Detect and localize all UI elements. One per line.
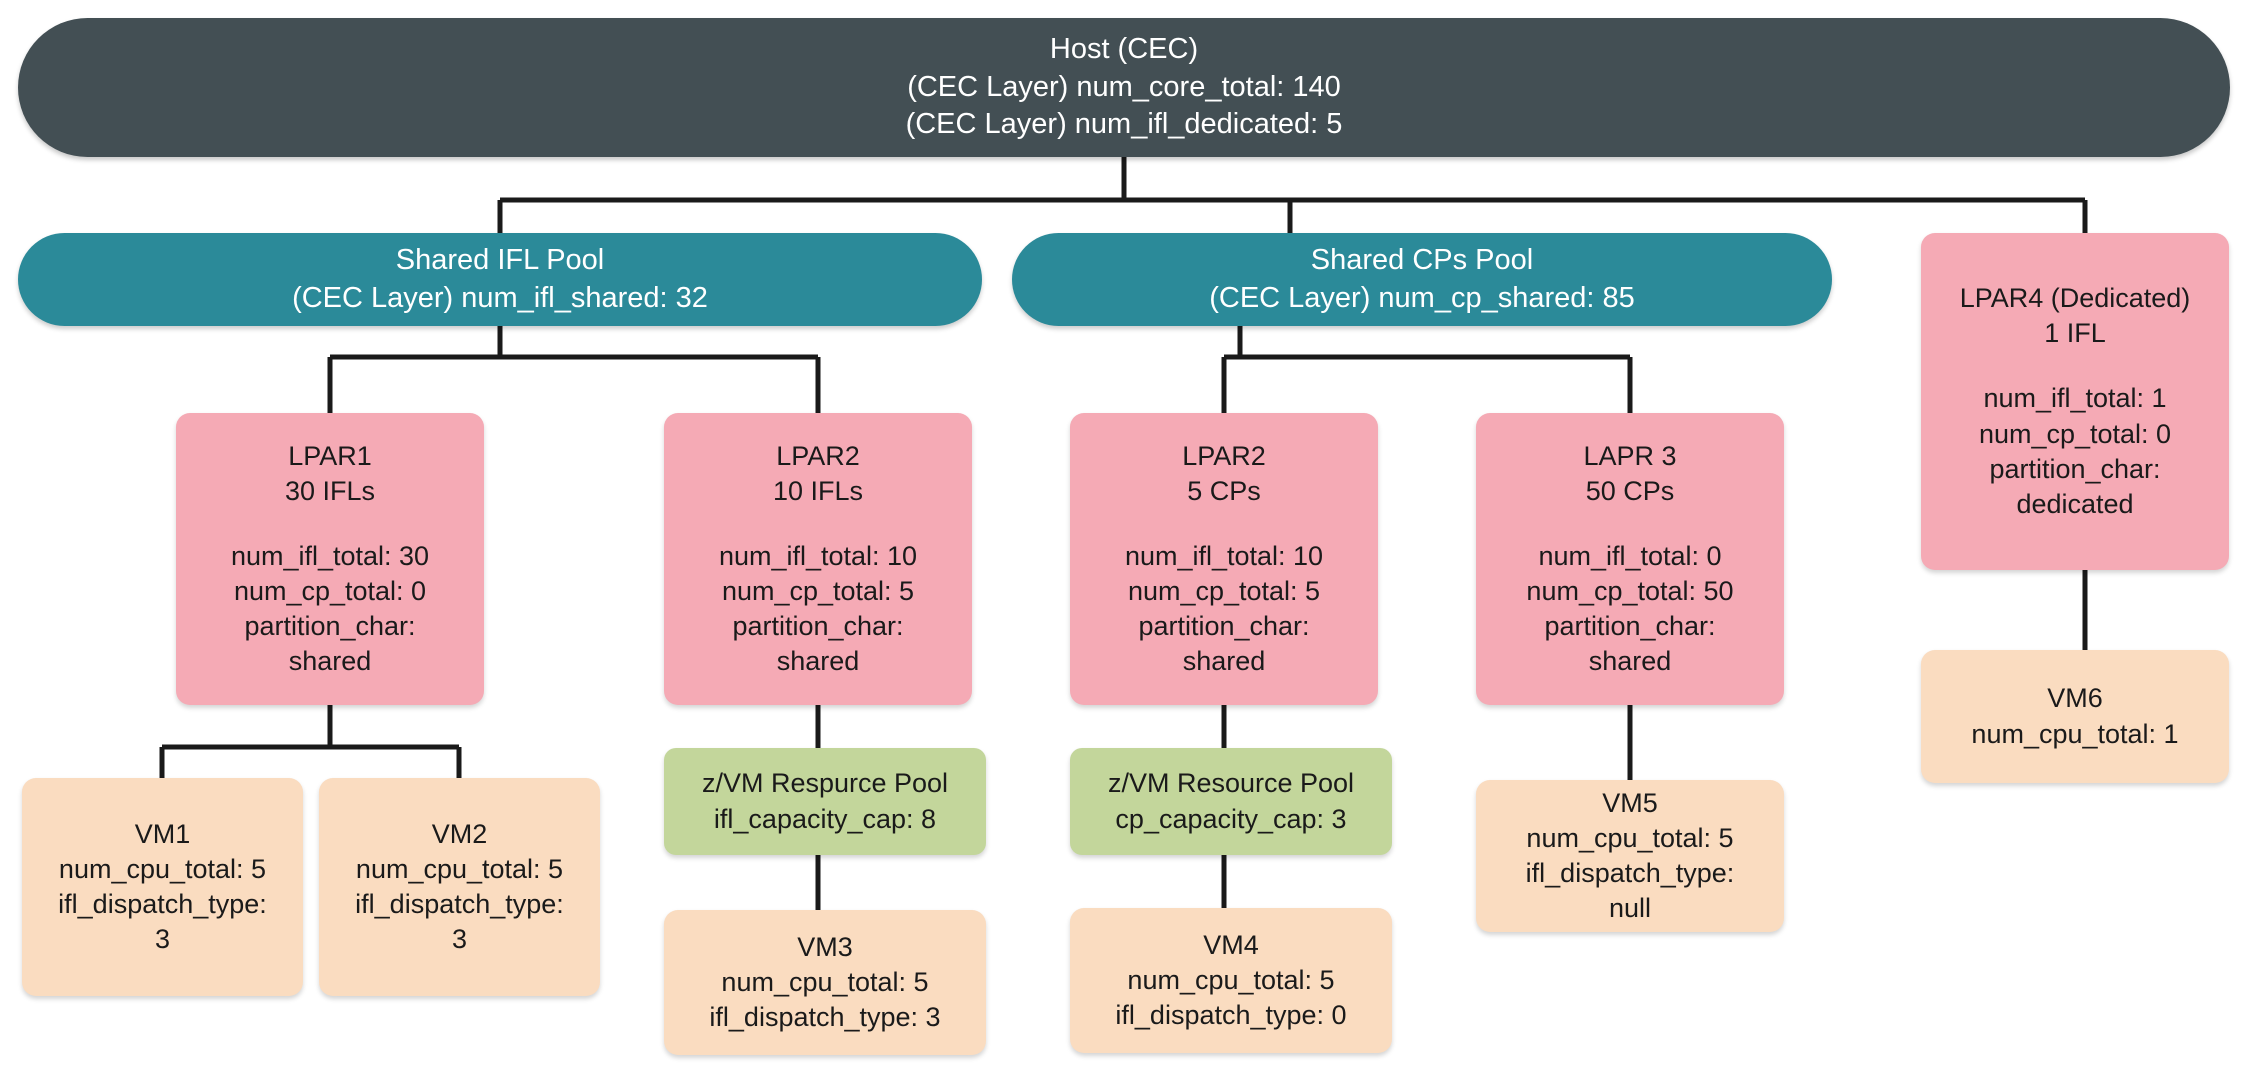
- lapr3-subtitle: 50 CPs: [1585, 475, 1675, 506]
- vm6-attributes: num_cpu_total: 1: [1971, 718, 2179, 749]
- node-vm6[interactable]: VM6 num_cpu_total: 1: [1921, 650, 2229, 783]
- lpar4-subtitle: 1 IFL: [2044, 318, 2106, 349]
- shared-cp-pool-num-cp-shared: (CEC Layer) num_cp_shared: 85: [1209, 281, 1635, 314]
- shared-ifl-pool-num-ifl-shared: (CEC Layer) num_ifl_shared: 32: [292, 281, 708, 314]
- zvm-pool-cp-capacity-cap: cp_capacity_cap: 3: [1115, 803, 1347, 834]
- vm2-name: VM2: [431, 818, 488, 849]
- node-zvm-pool-cp[interactable]: z/VM Resource Pool cp_capacity_cap: 3: [1070, 748, 1392, 855]
- vm3-name: VM3: [797, 931, 853, 962]
- node-host-cec[interactable]: Host (CEC) (CEC Layer) num_core_total: 1…: [18, 18, 2230, 157]
- shared-ifl-pool-title: Shared IFL Pool: [395, 243, 605, 276]
- lpar4-name: LPAR4 (Dedicated): [1959, 283, 2191, 314]
- host-title: Host (CEC): [1049, 32, 1199, 65]
- node-vm1[interactable]: VM1 num_cpu_total: 5 ifl_dispatch_type: …: [22, 778, 303, 996]
- vm3-attributes: num_cpu_total: 5 ifl_dispatch_type: 3: [709, 966, 941, 1033]
- node-lpar2-ifl[interactable]: LPAR2 10 IFLs num_ifl_total: 10 num_cp_t…: [664, 413, 972, 705]
- host-num-ifl-dedicated: (CEC Layer) num_ifl_dedicated: 5: [905, 108, 1343, 141]
- lapr3-name: LAPR 3: [1583, 440, 1677, 471]
- vm1-name: VM1: [134, 818, 191, 849]
- vm2-attributes: num_cpu_total: 5 ifl_dispatch_type: 3: [355, 853, 564, 955]
- lpar2-ifl-attributes: num_ifl_total: 10 num_cp_total: 5 partit…: [718, 540, 918, 677]
- vm5-name: VM5: [1602, 787, 1658, 818]
- lpar4-attributes: num_ifl_total: 1 num_cp_total: 0 partiti…: [1978, 383, 2172, 519]
- lapr3-attributes: num_ifl_total: 0 num_cp_total: 50 partit…: [1526, 540, 1734, 677]
- lpar1-subtitle: 30 IFLs: [284, 475, 376, 506]
- node-shared-ifl-pool[interactable]: Shared IFL Pool (CEC Layer) num_ifl_shar…: [18, 233, 982, 326]
- lpar2-cp-attributes: num_ifl_total: 10 num_cp_total: 5 partit…: [1124, 540, 1324, 677]
- node-lpar1[interactable]: LPAR1 30 IFLs num_ifl_total: 30 num_cp_t…: [176, 413, 484, 705]
- host-num-core-total: (CEC Layer) num_core_total: 140: [907, 70, 1341, 103]
- lpar1-attributes: num_ifl_total: 30 num_cp_total: 0 partit…: [230, 540, 430, 677]
- lpar2-cp-name: LPAR2: [1182, 440, 1266, 471]
- lpar2-cp-subtitle: 5 CPs: [1187, 475, 1261, 506]
- node-vm3[interactable]: VM3 num_cpu_total: 5 ifl_dispatch_type: …: [664, 910, 986, 1055]
- node-lapr3[interactable]: LAPR 3 50 CPs num_ifl_total: 0 num_cp_to…: [1476, 413, 1784, 705]
- lpar2-ifl-name: LPAR2: [776, 440, 860, 471]
- zvm-pool-ifl-title: z/VM Respurce Pool: [701, 768, 949, 799]
- node-lpar4-dedicated[interactable]: LPAR4 (Dedicated) 1 IFL num_ifl_total: 1…: [1921, 233, 2229, 570]
- shared-cp-pool-title: Shared CPs Pool: [1310, 243, 1534, 276]
- node-lpar2-cp[interactable]: LPAR2 5 CPs num_ifl_total: 10 num_cp_tot…: [1070, 413, 1378, 705]
- vm1-attributes: num_cpu_total: 5 ifl_dispatch_type: 3: [58, 853, 267, 955]
- vm4-attributes: num_cpu_total: 5 ifl_dispatch_type: 0: [1115, 964, 1347, 1031]
- node-vm2[interactable]: VM2 num_cpu_total: 5 ifl_dispatch_type: …: [319, 778, 600, 996]
- lpar2-ifl-subtitle: 10 IFLs: [772, 475, 864, 506]
- vm4-name: VM4: [1203, 929, 1259, 960]
- node-vm5[interactable]: VM5 num_cpu_total: 5 ifl_dispatch_type: …: [1476, 780, 1784, 932]
- node-zvm-pool-ifl[interactable]: z/VM Respurce Pool ifl_capacity_cap: 8: [664, 748, 986, 855]
- zvm-pool-ifl-capacity-cap: ifl_capacity_cap: 8: [713, 803, 937, 834]
- node-vm4[interactable]: VM4 num_cpu_total: 5 ifl_dispatch_type: …: [1070, 908, 1392, 1053]
- lpar1-name: LPAR1: [288, 440, 372, 471]
- node-shared-cp-pool[interactable]: Shared CPs Pool (CEC Layer) num_cp_share…: [1012, 233, 1832, 326]
- vm5-attributes: num_cpu_total: 5 ifl_dispatch_type: null: [1525, 822, 1735, 924]
- vm6-name: VM6: [2047, 683, 2103, 714]
- zvm-pool-cp-title: z/VM Resource Pool: [1107, 768, 1355, 799]
